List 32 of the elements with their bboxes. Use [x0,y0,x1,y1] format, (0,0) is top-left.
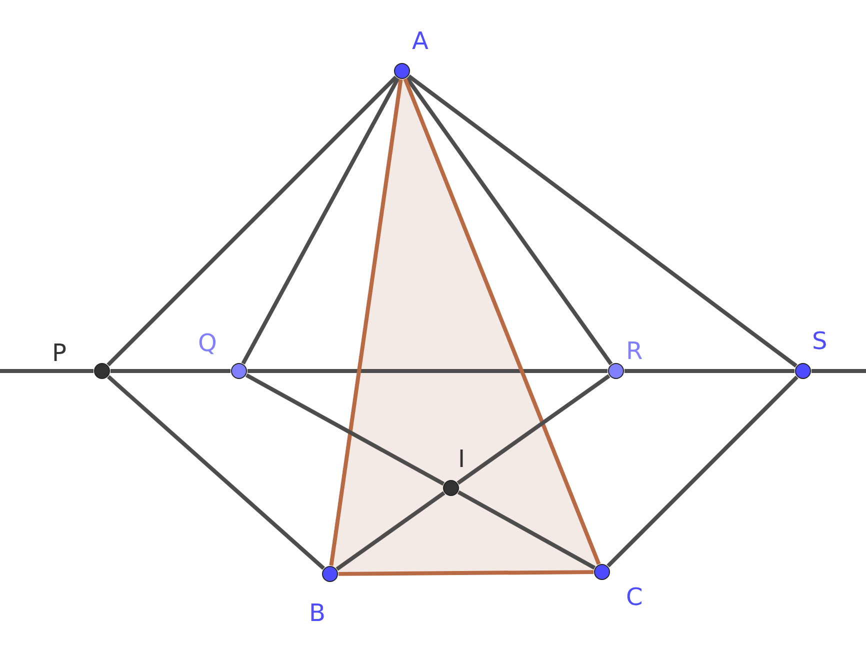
line-segment [248,369,608,373]
line-segment [405,76,613,366]
point-label: R [626,338,643,364]
point-marker [608,362,624,378]
point-marker [230,362,246,378]
point-label: I [458,446,466,472]
line-segment [336,491,446,571]
line-segment [403,78,601,565]
point-label: B [309,600,326,626]
point-marker [322,566,338,582]
line-segment [457,490,596,570]
line-segment [624,369,794,373]
line-segment [606,376,798,568]
line-segment [408,74,798,368]
line-segment [106,76,398,366]
line-segment [0,369,94,373]
line-segment [456,374,610,485]
point-label: A [412,28,428,54]
point-marker [94,362,110,378]
line-segment [338,570,594,576]
point-label: Q [198,330,217,356]
point-label: S [812,328,828,354]
line-segment [812,369,866,373]
point-marker [794,362,810,378]
line-segment [110,369,230,373]
line-segment [107,375,325,570]
point-marker [394,62,410,78]
point-label: P [52,340,66,366]
point-label: C [626,584,643,610]
line-segment [245,373,445,486]
line-segment [241,78,400,364]
line-segment [329,79,403,566]
